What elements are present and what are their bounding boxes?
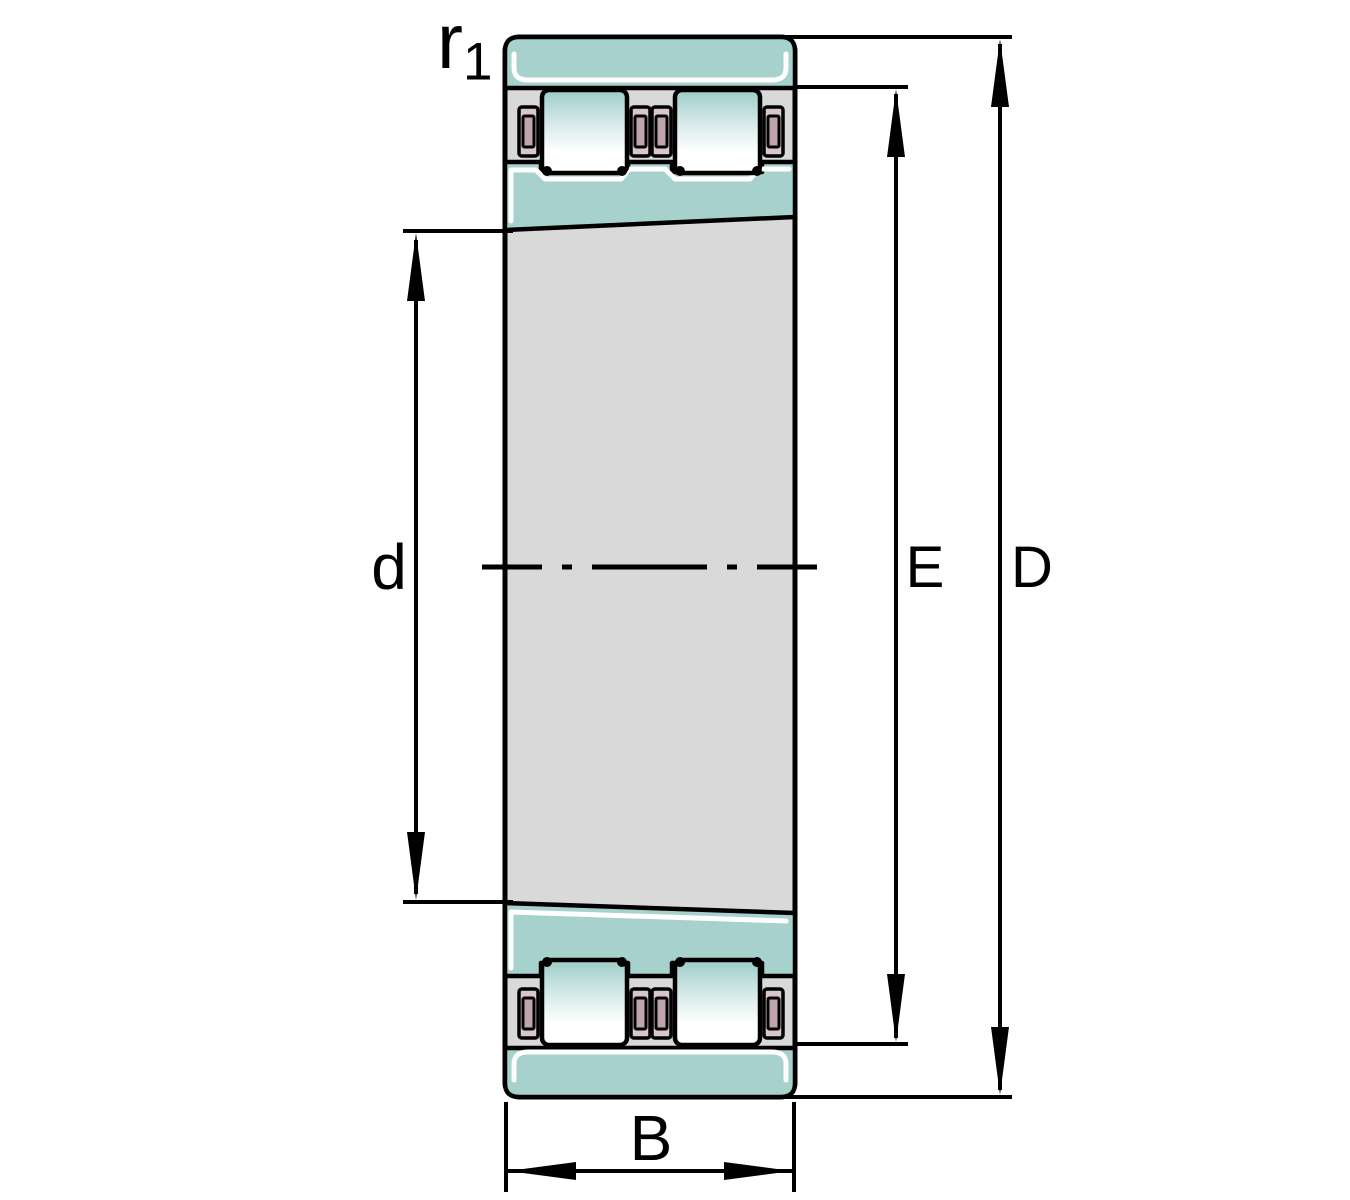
cage-tab-bottom-outer-left [517, 987, 540, 1040]
label-r1-base: r [437, 0, 463, 85]
cage-tab-top-outer-left [517, 105, 540, 158]
cage-tab-bottom-mid-left [629, 987, 652, 1040]
D-arrow-up [991, 39, 1009, 107]
B-arrow-left [508, 1162, 576, 1180]
dimension-arrowheads [407, 39, 1009, 1180]
cage-tab-bottom-outer-right [762, 987, 785, 1040]
d-arrow-down [407, 832, 425, 900]
cage-tab-bottom-mid-right [650, 987, 673, 1040]
label-width-B: B [629, 1102, 673, 1174]
label-r1-subscript: 1 [462, 32, 493, 92]
label-raceway-diameter-E: E [905, 535, 945, 600]
label-outside-diameter-D: D [1011, 535, 1053, 600]
rollers [539, 87, 763, 1048]
dimension-lines [403, 35, 1012, 1192]
roller-bottom-right [672, 957, 763, 1048]
cage-tab-top-mid-left [629, 105, 652, 158]
B-arrow-right [724, 1162, 792, 1180]
cage-tab-top-mid-right [650, 105, 673, 158]
E-arrow-down [887, 974, 905, 1042]
cage-tab-top-outer-right [762, 105, 785, 158]
roller-top-left [539, 87, 630, 176]
outer-ring-bottom [502, 1045, 798, 1100]
outer-ring-top-highlight [511, 51, 789, 83]
inner-ring-bottom-highlight [508, 909, 789, 971]
roller-top-right [672, 87, 763, 176]
label-bore-diameter-d: d [371, 531, 407, 603]
bearing-body [482, 34, 818, 1100]
label-corner-radius-r1: r1 [437, 2, 492, 89]
inner-ring-top-highlight [508, 166, 792, 224]
D-arrow-down [991, 1027, 1009, 1095]
outer-ring-bottom-highlight [511, 1049, 789, 1083]
E-arrow-up [887, 89, 905, 157]
roller-bottom-left [539, 957, 630, 1048]
raceway-fillets [542, 166, 762, 967]
d-arrow-up [407, 233, 425, 301]
